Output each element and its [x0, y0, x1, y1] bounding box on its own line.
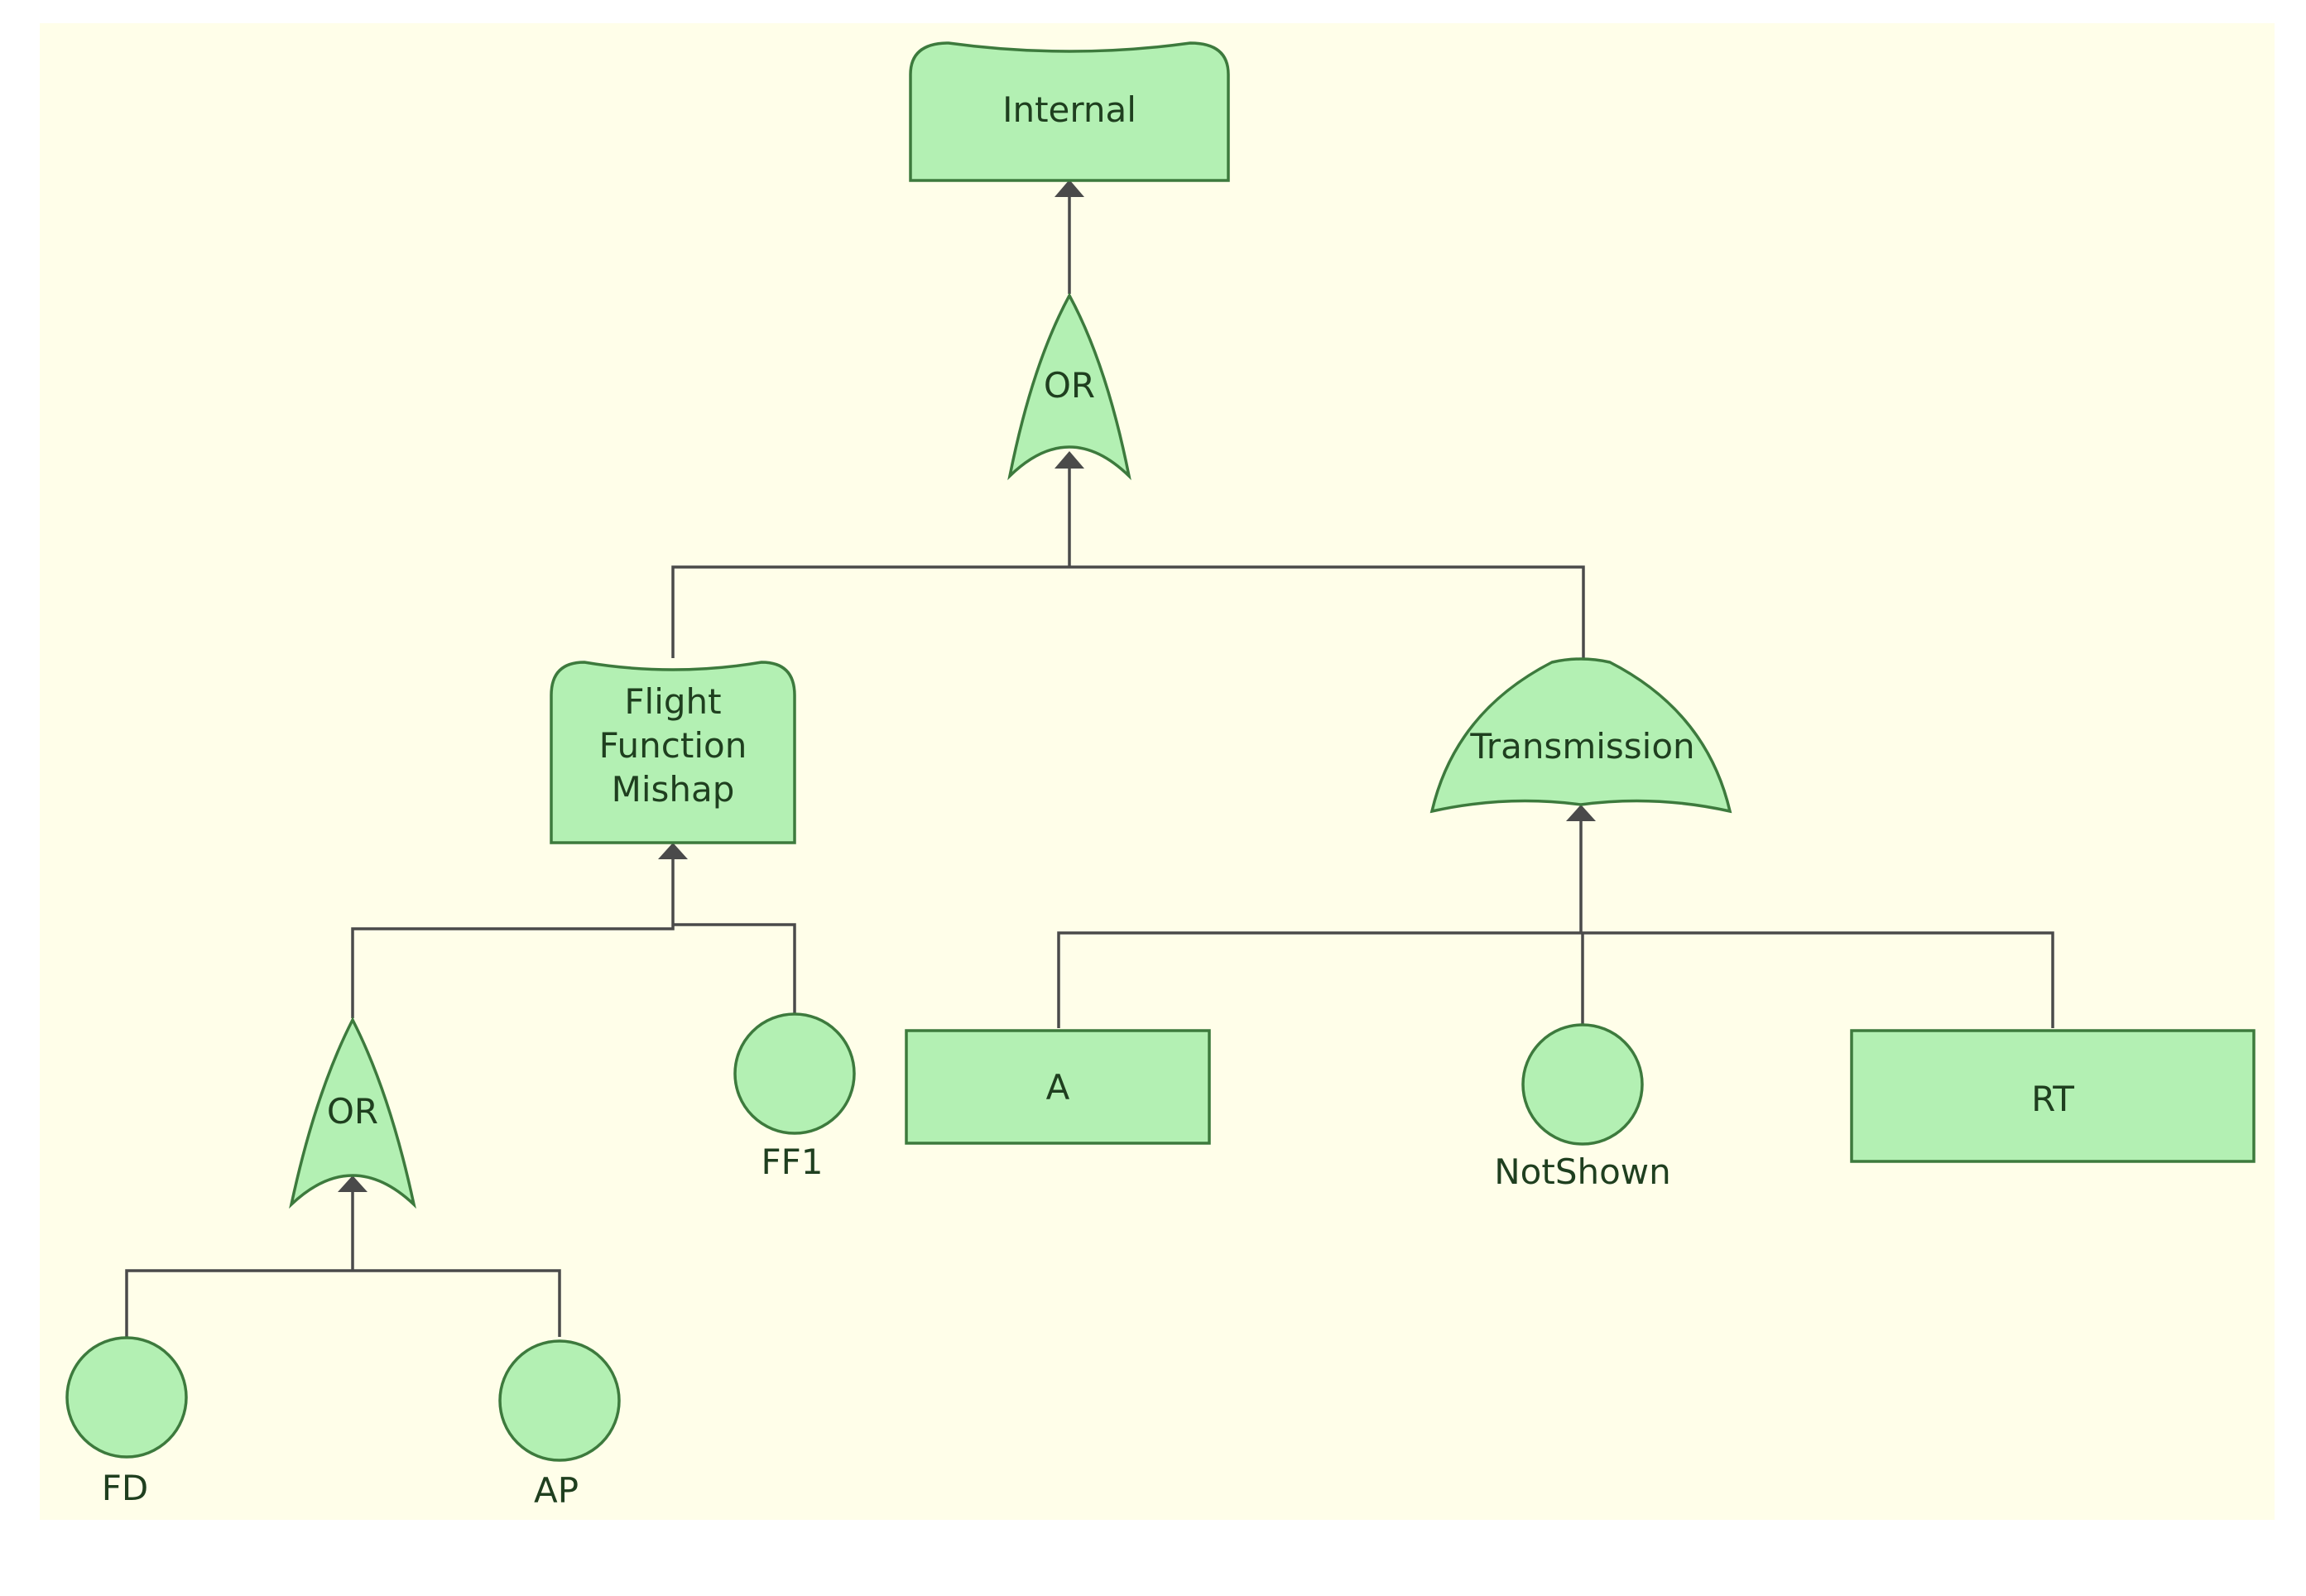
edge-children-to-or-top — [671, 464, 1585, 658]
ap-label: AP — [534, 1470, 579, 1511]
or-lower-label: OR — [327, 1091, 378, 1132]
arrowhead-or-top — [1055, 451, 1084, 469]
edge-children-to-flight-function-mishap — [351, 853, 796, 1018]
or-gate-lower-shape — [289, 1017, 416, 1209]
node-or-top[interactable]: OR — [1007, 292, 1131, 481]
internal-event-shape — [909, 41, 1230, 182]
node-internal[interactable]: Internal — [909, 41, 1230, 182]
flight-function-mishap-label-line-3: Mishap — [612, 769, 735, 810]
a-box — [905, 1029, 1211, 1145]
node-a[interactable]: A — [905, 1029, 1211, 1145]
diagram-background — [40, 23, 2275, 1520]
arrowhead-internal — [1055, 180, 1084, 197]
rt-box — [1850, 1029, 2256, 1163]
transmission-label: Transmission — [1469, 726, 1694, 767]
and-gate-transmission-shape — [1429, 657, 1732, 814]
node-notshown[interactable]: NotShown — [1494, 1023, 1671, 1192]
node-fd[interactable]: FD — [65, 1336, 188, 1508]
or-gate-top-shape — [1007, 292, 1131, 481]
a-label: A — [1046, 1067, 1070, 1108]
fd-circle — [65, 1336, 188, 1459]
notshown-label: NotShown — [1494, 1151, 1671, 1192]
ff1-circle — [733, 1012, 856, 1135]
fd-label: FD — [102, 1468, 149, 1508]
ap-circle — [498, 1339, 621, 1462]
flight-function-mishap-label-line-2: Function — [599, 725, 747, 766]
node-ff1[interactable]: FF1 — [733, 1012, 856, 1182]
node-ap[interactable]: AP — [498, 1339, 621, 1511]
arrowhead-or-lower — [338, 1175, 368, 1192]
ff1-label: FF1 — [761, 1142, 823, 1182]
node-or-lower[interactable]: OR — [289, 1017, 416, 1209]
or-top-label: OR — [1044, 365, 1095, 406]
notshown-circle — [1521, 1023, 1644, 1146]
arrowhead-transmission — [1566, 805, 1596, 821]
arrowhead-flight-function-mishap — [658, 843, 688, 859]
edge-children-to-transmission — [1057, 815, 2054, 1028]
node-rt[interactable]: RT — [1850, 1029, 2256, 1163]
flight-function-mishap-label-line-1: Flight — [624, 681, 721, 722]
node-flight-function-mishap[interactable]: Flight Function Mishap — [550, 661, 796, 844]
internal-label: Internal — [1002, 89, 1136, 130]
node-transmission[interactable]: Transmission — [1429, 657, 1732, 814]
flight-function-mishap-shape — [550, 661, 796, 844]
rt-label: RT — [2031, 1079, 2074, 1119]
arrowheads — [338, 180, 1596, 1192]
